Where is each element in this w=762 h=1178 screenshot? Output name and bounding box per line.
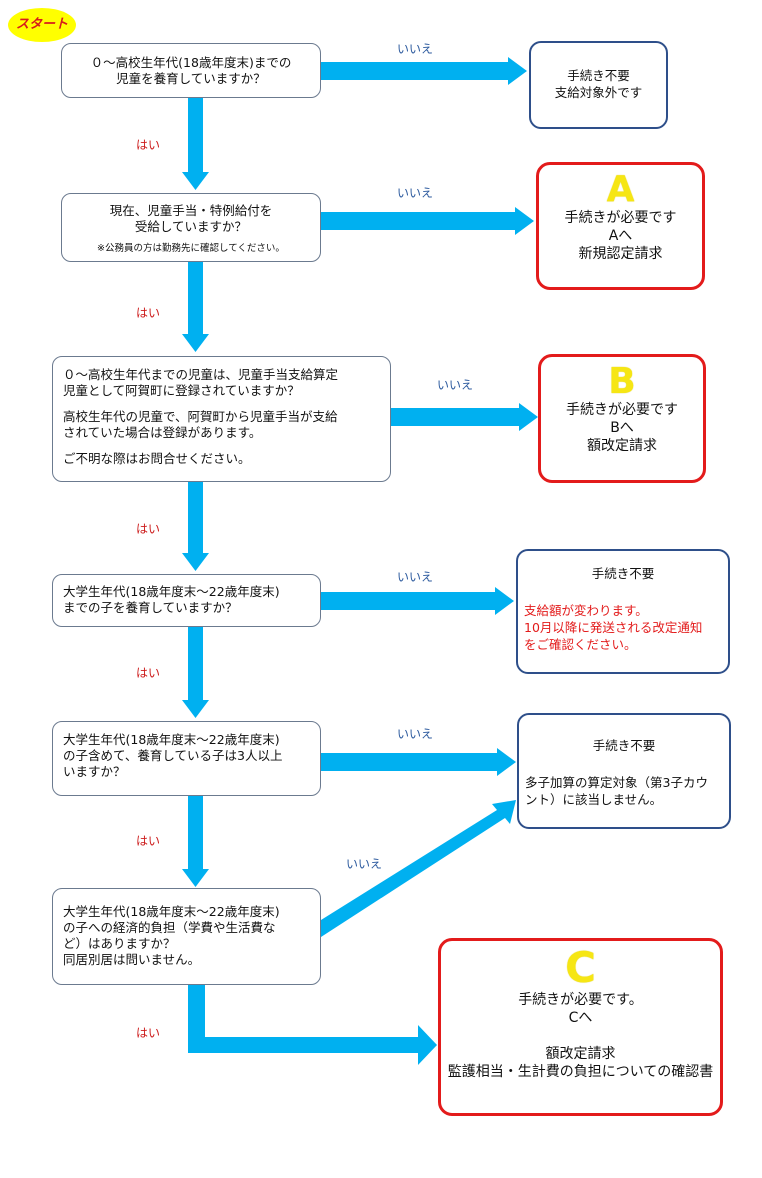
label-no-1: いいえ	[397, 42, 434, 56]
letter-c: C	[565, 943, 596, 992]
question-5-line: いますか？	[63, 764, 126, 779]
result-c-line: 手続きが必要です。	[518, 992, 643, 1008]
result-a-line: 新規認定請求	[578, 246, 663, 262]
question-1: ０～高校生年代(18歳年度末)までの 児童を養育していますか？	[61, 43, 321, 98]
question-3-line: 高校生年代の児童で、阿賀町から児童手当が支給	[63, 409, 338, 424]
letter-a: A	[606, 169, 635, 210]
label-yes-2: はい	[136, 306, 161, 320]
question-5: 大学生年代(18歳年度末～22歳年度末) の子含めて、養育している子は3人以上 …	[52, 721, 321, 796]
result-c-line: Cへ	[568, 1010, 593, 1026]
result-b-line: 額改定請求	[587, 438, 657, 454]
start-badge: スタート	[8, 8, 76, 42]
result-c-line: 監護相当・生計費の負担についての確認書	[447, 1064, 714, 1080]
arrow-yes-6	[188, 985, 437, 1065]
question-4: 大学生年代(18歳年度末～22歳年度末) までの子を養育していますか？	[52, 574, 321, 627]
arrow-yes-3	[182, 482, 209, 571]
result-c-line: 額改定請求	[545, 1046, 616, 1062]
result-b: B 手続きが必要です Bへ 額改定請求	[538, 354, 706, 483]
result-a: A 手続きが必要です Aへ 新規認定請求	[536, 162, 705, 290]
arrow-no-3	[391, 403, 538, 431]
result-title: 手続き不要	[592, 738, 656, 753]
question-2-line: 受給していますか？	[134, 219, 248, 234]
result-not-eligible: 手続き不要 支給対象外です	[529, 41, 668, 129]
label-no-3: いいえ	[437, 378, 474, 392]
arrow-yes-2	[182, 262, 209, 352]
result-a-line: 手続きが必要です	[564, 210, 677, 226]
question-1-line: 児童を養育していますか？	[116, 71, 266, 86]
result-c: C 手続きが必要です。 Cへ 額改定請求 監護相当・生計費の負担についての確認書	[438, 938, 723, 1116]
result-line: 支給対象外です	[554, 85, 643, 100]
arrow-no-2	[321, 207, 534, 235]
result-red-line: 支給額が変わります。	[524, 603, 648, 618]
label-no-2: いいえ	[397, 186, 434, 200]
result-red-line: をご確認ください。	[524, 637, 637, 652]
question-2: 現在、児童手当・特例給付を 受給していますか？ ※公務員の方は勤務先に確認してく…	[61, 193, 321, 262]
question-5-line: の子含めて、養育している子は3人以上	[63, 748, 283, 763]
label-yes-4: はい	[136, 666, 161, 680]
question-1-line: ０～高校生年代(18歳年度末)までの	[90, 55, 292, 70]
question-3-line: 児童として阿賀町に登録されていますか？	[63, 383, 300, 398]
question-2-note: ※公務員の方は勤務先に確認してください。	[97, 243, 285, 254]
arrow-no-4	[321, 587, 514, 615]
label-no-5: いいえ	[397, 727, 434, 741]
question-6-line: 大学生年代(18歳年度末～22歳年度末)	[63, 904, 280, 919]
result-a-line: Aへ	[608, 228, 633, 244]
result-amount-change: 手続き不要 支給額が変わります。 10月以降に発送される改定通知 をご確認くださ…	[516, 549, 730, 674]
result-b-line: 手続きが必要です	[566, 402, 678, 418]
question-3-line: ０～高校生年代までの児童は、児童手当支給算定	[63, 367, 339, 382]
question-4-line: までの子を養育していますか？	[63, 600, 238, 615]
arrow-yes-1	[182, 98, 209, 190]
label-yes-3: はい	[136, 522, 161, 536]
label-yes-1: はい	[136, 138, 161, 152]
result-line: 手続き不要	[567, 68, 630, 83]
question-6-line: の子への経済的負担（学費や生活費な	[63, 920, 276, 935]
result-line: ント）に該当しません。	[525, 792, 663, 807]
label-yes-6: はい	[136, 1026, 161, 1040]
label-no-4: いいえ	[397, 570, 434, 584]
question-5-line: 大学生年代(18歳年度末～22歳年度末)	[63, 732, 280, 747]
letter-b: B	[608, 361, 636, 402]
result-line: 多子加算の算定対象（第3子カウ	[525, 775, 708, 790]
label-yes-5: はい	[136, 834, 161, 848]
question-3: ０～高校生年代までの児童は、児童手当支給算定 児童として阿賀町に登録されています…	[52, 356, 391, 482]
question-2-line: 現在、児童手当・特例給付を	[109, 203, 273, 218]
question-6-line: 同居別居は問いません。	[63, 952, 201, 967]
label-no-6: いいえ	[346, 857, 383, 871]
result-title: 手続き不要	[591, 566, 655, 581]
arrow-yes-4	[182, 627, 209, 718]
arrow-no-6	[321, 800, 516, 937]
question-3-line: されていた場合は登録があります。	[63, 425, 262, 440]
arrow-no-5	[321, 748, 516, 776]
question-6: 大学生年代(18歳年度末～22歳年度末) の子への経済的負担（学費や生活費な ど…	[52, 888, 321, 985]
question-6-line: ど）はありますか？	[63, 936, 176, 951]
result-b-line: Bへ	[610, 420, 634, 436]
result-red-line: 10月以降に発送される改定通知	[524, 620, 703, 635]
arrow-yes-5	[182, 796, 209, 887]
result-multichild: 手続き不要 多子加算の算定対象（第3子カウ ント）に該当しません。	[517, 713, 731, 829]
question-4-line: 大学生年代(18歳年度末～22歳年度末)	[63, 584, 280, 599]
arrow-no-1	[321, 57, 527, 85]
question-3-line: ご不明な際はお問合せください。	[63, 451, 251, 466]
